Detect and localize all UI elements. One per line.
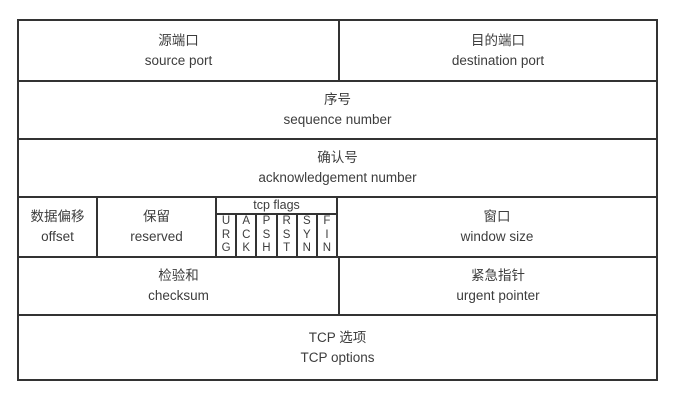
flag-fin-letter: N	[322, 242, 332, 255]
row-offset-flags-window: 数据偏移 offset 保留 reserved tcp flags U R G …	[19, 196, 656, 256]
flag-urg-letter: U	[221, 215, 231, 228]
tcp-header-table: 源端口 source port 目的端口 destination port 序号…	[17, 19, 658, 381]
field-data-offset: 数据偏移 offset	[19, 198, 96, 256]
acknowledgement-number-label-zh: 确认号	[317, 150, 358, 165]
flag-fin-letter: F	[323, 215, 331, 228]
source-port-label-en: source port	[144, 52, 213, 68]
row-sequence-number: 序号 sequence number	[19, 80, 656, 138]
source-port-label-zh: 源端口	[158, 32, 199, 48]
flag-syn-letter: Y	[302, 228, 311, 241]
row-checksum-urgent: 检验和 checksum 紧急指针 urgent pointer	[19, 256, 656, 314]
field-urgent-pointer: 紧急指针 urgent pointer	[338, 258, 656, 314]
field-checksum: 检验和 checksum	[19, 258, 338, 314]
field-destination-port: 目的端口 destination port	[338, 21, 656, 80]
reserved-label-zh: 保留	[143, 209, 170, 224]
row-acknowledgement-number: 确认号 acknowledgement number	[19, 138, 656, 196]
tcp-options-label-zh: TCP 选项	[308, 329, 367, 345]
flag-fin-letter: I	[325, 228, 329, 241]
destination-port-label-zh: 目的端口	[471, 32, 525, 48]
window-size-label-en: window size	[460, 229, 534, 244]
flag-psh: P S H	[255, 215, 275, 256]
reserved-label-en: reserved	[130, 229, 183, 244]
data-offset-label-en: offset	[41, 229, 74, 244]
flag-rst-letter: T	[283, 242, 291, 255]
acknowledgement-number-label-en: acknowledgement number	[258, 170, 417, 185]
field-tcp-options: TCP 选项 TCP options	[19, 316, 656, 379]
flag-rst-letter: R	[282, 215, 291, 228]
row-ports: 源端口 source port 目的端口 destination port	[19, 21, 656, 80]
urgent-pointer-label-zh: 紧急指针	[471, 268, 525, 283]
row-tcp-options: TCP 选项 TCP options	[19, 314, 656, 379]
flag-psh-letter: P	[262, 215, 271, 228]
flag-syn: S Y N	[295, 215, 316, 256]
field-source-port: 源端口 source port	[19, 21, 338, 80]
flags-columns: U R G A C K P S H R	[217, 215, 336, 256]
flag-syn-letter: N	[302, 242, 311, 255]
flags-group: tcp flags U R G A C K P S H	[215, 198, 336, 256]
flag-ack-letter: C	[242, 228, 251, 241]
data-offset-label-zh: 数据偏移	[30, 209, 85, 224]
tcp-options-label-en: TCP options	[300, 349, 375, 365]
flags-header-label: tcp flags	[217, 198, 336, 215]
flag-rst: R S T	[275, 215, 296, 256]
urgent-pointer-label-en: urgent pointer	[456, 288, 540, 303]
flag-psh-letter: H	[262, 242, 271, 255]
flag-urg-letter: G	[221, 242, 231, 255]
flag-fin: F I N	[315, 215, 336, 256]
flag-syn-letter: S	[302, 215, 311, 228]
checksum-label-en: checksum	[148, 288, 209, 303]
flag-urg: U R G	[217, 215, 235, 256]
sequence-number-label-zh: 序号	[324, 92, 351, 107]
flag-ack-letter: K	[242, 242, 251, 255]
field-acknowledgement-number: 确认号 acknowledgement number	[19, 140, 656, 196]
flag-ack: A C K	[235, 215, 255, 256]
flag-ack-letter: A	[242, 215, 251, 228]
window-size-label-zh: 窗口	[483, 209, 511, 224]
checksum-label-zh: 检验和	[158, 268, 199, 283]
destination-port-label-en: destination port	[451, 52, 545, 68]
sequence-number-label-en: sequence number	[283, 112, 392, 127]
field-window-size: 窗口 window size	[336, 198, 656, 256]
flag-rst-letter: S	[282, 228, 291, 241]
field-sequence-number: 序号 sequence number	[19, 82, 656, 138]
flag-psh-letter: S	[262, 228, 271, 241]
flag-urg-letter: R	[221, 228, 231, 241]
field-reserved: 保留 reserved	[96, 198, 215, 256]
